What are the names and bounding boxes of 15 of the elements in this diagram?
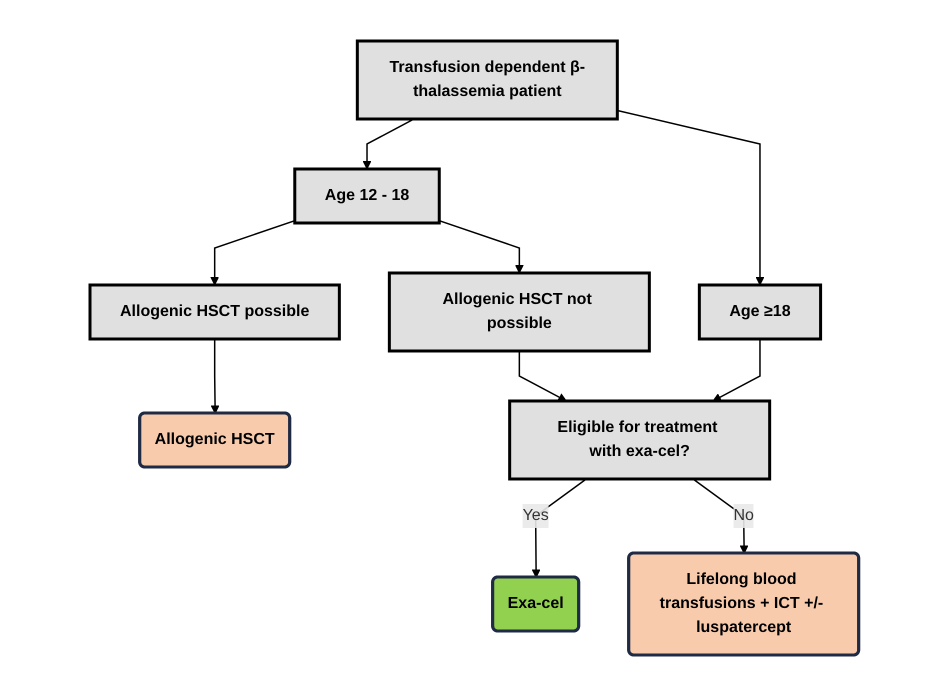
arrow <box>617 109 765 285</box>
arrow <box>518 350 567 401</box>
edge-label: No <box>734 506 754 524</box>
node-box: Allogenic HSCT not possible <box>388 271 651 352</box>
node-box: Eligible for treatment with exa-cel? <box>508 399 772 480</box>
arrow <box>362 118 415 169</box>
arrow <box>210 219 296 285</box>
arrow <box>210 338 220 414</box>
edge-label: Yes <box>522 506 549 524</box>
node-box: Transfusion dependent β-thalassemia patient <box>356 39 619 120</box>
node-box: Allogenic HSCT possible <box>88 283 341 340</box>
arrow <box>712 338 761 401</box>
node-box: Age 12 - 18 <box>293 167 441 224</box>
node-box: Age ≥18 <box>698 283 822 340</box>
arrow <box>439 219 524 273</box>
